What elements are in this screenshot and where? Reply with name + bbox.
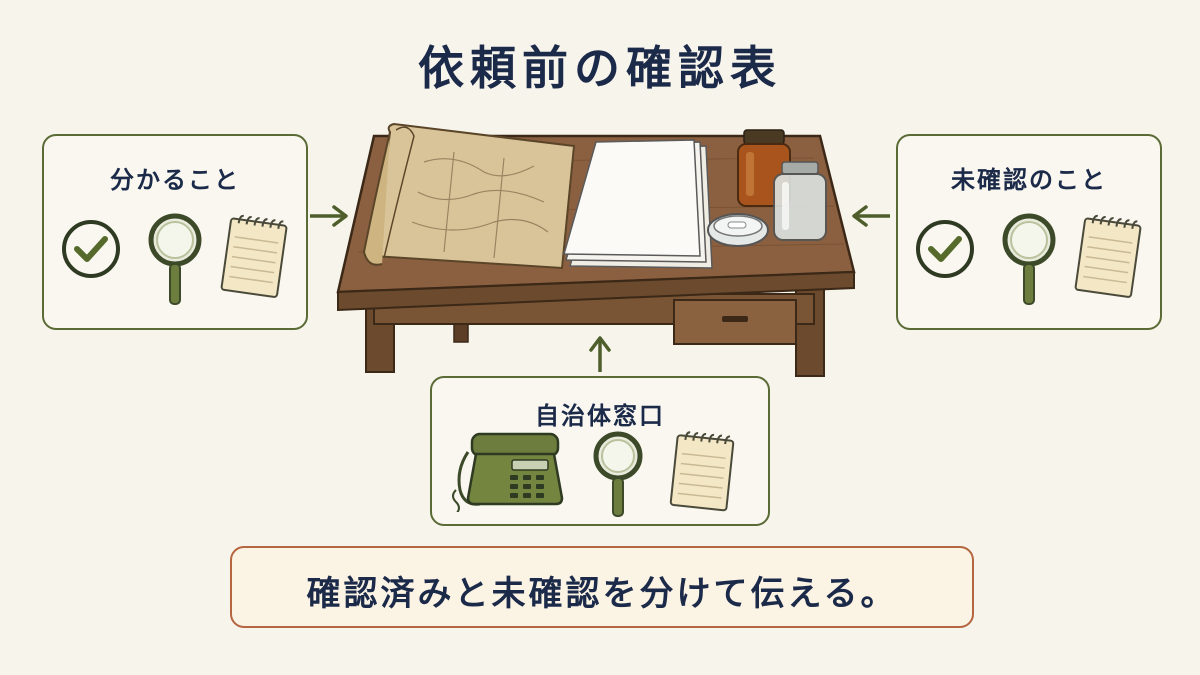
panel-unconfirmed-label: 未確認のこと (951, 166, 1107, 194)
check-circle-icon (62, 220, 120, 278)
arrow-right-icon (310, 205, 348, 227)
notepad-icon (220, 214, 288, 298)
old-map (362, 122, 576, 270)
check-circle-icon (916, 220, 974, 278)
arrow-up-icon (589, 336, 611, 372)
summary-banner-text: 確認済みと未確認を分けて伝える。 (306, 574, 898, 614)
arrow-left-icon (852, 205, 890, 227)
notepad-icon (669, 431, 735, 512)
panel-unconfirmed: 未確認のこと (896, 134, 1162, 330)
magnifier-icon (1002, 213, 1056, 305)
petri-dish (707, 213, 769, 247)
panel-known-label: 分かること (110, 166, 240, 194)
panel-known: 分かること (42, 134, 308, 330)
magnifier-icon (593, 431, 643, 517)
summary-banner: 確認済みと未確認を分けて伝える。 (230, 546, 974, 628)
panel-municipal-office: 自治体窓口 (430, 376, 770, 526)
telephone-icon (452, 432, 564, 512)
clear-jar (773, 161, 827, 241)
paper-stack (563, 139, 713, 269)
desk-illustration (336, 122, 856, 377)
panel-municipal-office-label: 自治体窓口 (535, 402, 665, 430)
page-title: 依頼前の確認表 (418, 41, 782, 95)
magnifier-icon (148, 213, 202, 305)
notepad-icon (1074, 214, 1142, 298)
